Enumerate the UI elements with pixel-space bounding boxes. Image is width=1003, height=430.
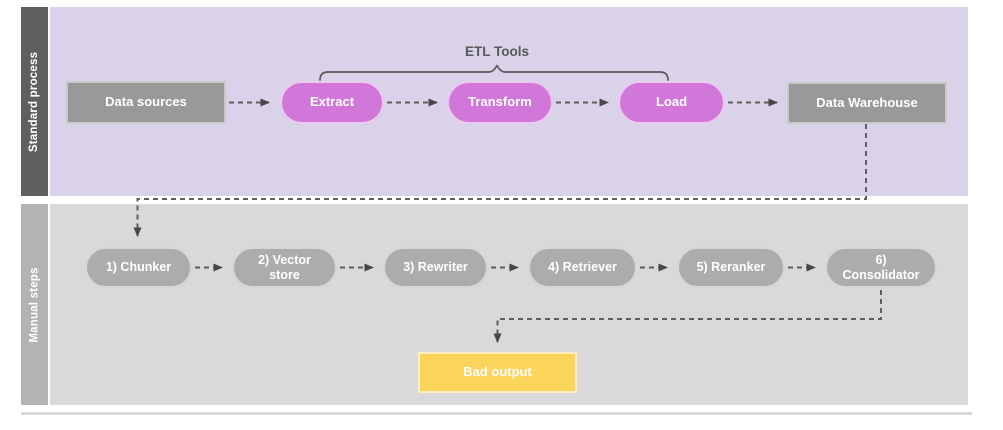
chunker-label: 1) Chunker bbox=[105, 260, 172, 275]
lane-label-manual-steps: Manual steps bbox=[28, 266, 41, 343]
vector-store-label: 2) Vector store bbox=[258, 253, 311, 282]
transform-label: Transform bbox=[468, 94, 532, 110]
consolidator-node: 6) Consolidator bbox=[825, 247, 937, 288]
retriever-label: 4) Retriever bbox=[548, 260, 617, 275]
reranker-label: 5) Reranker bbox=[696, 260, 766, 275]
bad-output-label: Bad output bbox=[463, 364, 532, 380]
data-warehouse-node: Data Warehouse bbox=[787, 82, 947, 124]
lane-header-manual-steps: Manual steps bbox=[21, 204, 48, 405]
rewriter-node: 3) Rewriter bbox=[383, 247, 488, 288]
chunker-node: 1) Chunker bbox=[85, 247, 192, 288]
bottom-divider-line bbox=[21, 412, 972, 415]
lane-header-standard-process: Standard process bbox=[21, 7, 48, 196]
extract-node: Extract bbox=[280, 81, 384, 124]
transform-node: Transform bbox=[447, 81, 553, 124]
vector-store-node: 2) Vector store bbox=[232, 247, 337, 288]
data-sources-node: Data sources bbox=[66, 81, 226, 124]
data-sources-label: Data sources bbox=[105, 94, 187, 110]
load-node: Load bbox=[618, 81, 725, 124]
consolidator-label: 6) Consolidator bbox=[842, 253, 920, 282]
rewriter-label: 3) Rewriter bbox=[403, 260, 468, 275]
retriever-node: 4) Retriever bbox=[528, 247, 637, 288]
lane-label-standard-process: Standard process bbox=[28, 51, 41, 152]
etl-tools-title: ETL Tools bbox=[465, 44, 529, 59]
extract-label: Extract bbox=[309, 94, 355, 110]
load-label: Load bbox=[655, 94, 688, 110]
data-warehouse-label: Data Warehouse bbox=[816, 94, 918, 110]
bad-output-node: Bad output bbox=[418, 352, 577, 393]
reranker-node: 5) Reranker bbox=[677, 247, 785, 288]
